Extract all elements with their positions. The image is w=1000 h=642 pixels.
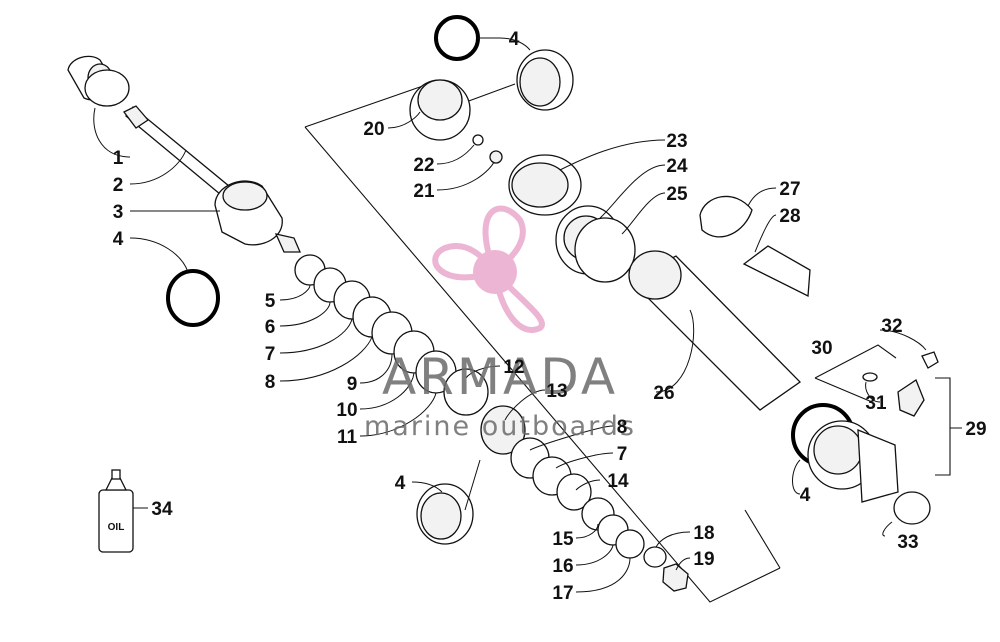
part-27-clip: [699, 195, 753, 238]
part-26-shock-body: [628, 250, 802, 411]
part-12-piston-ring: [443, 368, 489, 416]
part-label-14: 14: [607, 471, 629, 492]
part-label-10: 10: [336, 400, 357, 421]
part-17-shim: [615, 529, 645, 559]
part-label-9: 9: [347, 374, 358, 395]
part-label-7-lower: 7: [617, 444, 628, 465]
part-label-1: 1: [113, 148, 124, 169]
part-label-8-upper: 8: [265, 372, 276, 393]
part-label-5: 5: [265, 291, 276, 312]
part-label-13: 13: [546, 381, 567, 402]
part-label-8-lower: 8: [617, 417, 628, 438]
part-3-piston-face: [222, 181, 268, 211]
part-label-4-top: 4: [509, 29, 520, 50]
part-4-wear-band-top: [516, 49, 574, 111]
part-label-17: 17: [552, 583, 573, 604]
part-3-thread-stud: [274, 233, 301, 253]
watermark-title: ARMADA: [382, 348, 618, 406]
part-28-bumper: [742, 245, 811, 298]
part-label-3: 3: [113, 202, 124, 223]
part-label-7-upper: 7: [265, 344, 276, 365]
part-label-25: 25: [666, 184, 688, 205]
part-label-4-bottom-band: 4: [395, 473, 406, 494]
leader-lines: [93, 37, 927, 593]
part-22-circlip: [472, 134, 484, 146]
part-label-4-shaft: 4: [113, 229, 124, 250]
part-label-6: 6: [265, 317, 276, 338]
exploded-view-frame: [304, 79, 962, 603]
part-label-22: 22: [413, 155, 434, 176]
part-20-reservoir-cap: [409, 79, 471, 141]
part-label-20: 20: [363, 119, 384, 140]
part-label-12: 12: [503, 357, 524, 378]
lower-eye-assembly: [807, 420, 899, 503]
part-label-19: 19: [693, 549, 714, 570]
part-label-16: 16: [552, 556, 573, 577]
part-32-valve-cap: [921, 351, 939, 369]
part-label-31: 31: [865, 393, 887, 414]
part-label-11: 11: [337, 427, 358, 448]
part-label-34: 34: [151, 499, 173, 520]
part-4-oring-shaft: [166, 269, 220, 327]
part-label-33: 33: [897, 532, 918, 553]
part-1-bushing: [84, 69, 130, 107]
part-label-29: 29: [965, 419, 986, 440]
part-25-lock-ring: [574, 217, 636, 283]
oil-bottle-label: OIL: [108, 522, 125, 533]
part-label-21: 21: [413, 181, 435, 202]
part-label-26: 26: [653, 383, 674, 404]
part-13-piston: [480, 405, 526, 455]
part-21-valve: [489, 150, 503, 164]
part-label-32: 32: [881, 316, 902, 337]
part-label-18: 18: [693, 523, 714, 544]
part-label-15: 15: [552, 529, 574, 550]
watermark-subtitle: marine outboards: [364, 411, 636, 442]
part-18-washer: [643, 546, 667, 568]
part-label-28: 28: [779, 206, 800, 227]
part-4-oring-top: [434, 15, 480, 61]
part-label-2: 2: [113, 175, 124, 196]
part-label-4-body: 4: [800, 485, 811, 506]
part-31-oring-small: [862, 372, 878, 382]
part-23-bushing: [508, 154, 582, 216]
part-label-27: 27: [779, 179, 800, 200]
part-label-30: 30: [811, 338, 832, 359]
armada-watermark: ARMADA marine outboards: [364, 205, 636, 442]
part-label-23: 23: [666, 131, 687, 152]
part-4-wear-band-bottom: [416, 483, 474, 545]
part-2-shaft-thread: [123, 105, 149, 129]
armada-propeller-logo: [432, 205, 545, 333]
part-19-nut: [662, 563, 689, 592]
part-34-oil-bottle: OIL: [98, 469, 134, 553]
part-33-eye-bushing: [893, 491, 931, 525]
part-29-schrader-valve: [897, 379, 925, 417]
part-14-shim: [556, 473, 592, 511]
part-labels: 1 2 3 4 5 6 7 8 9 10 11 12 13 8 7 14 15 …: [113, 29, 987, 604]
part-label-24: 24: [666, 156, 688, 177]
shim-stack: [294, 254, 689, 592]
shaft-assembly: [67, 55, 301, 253]
